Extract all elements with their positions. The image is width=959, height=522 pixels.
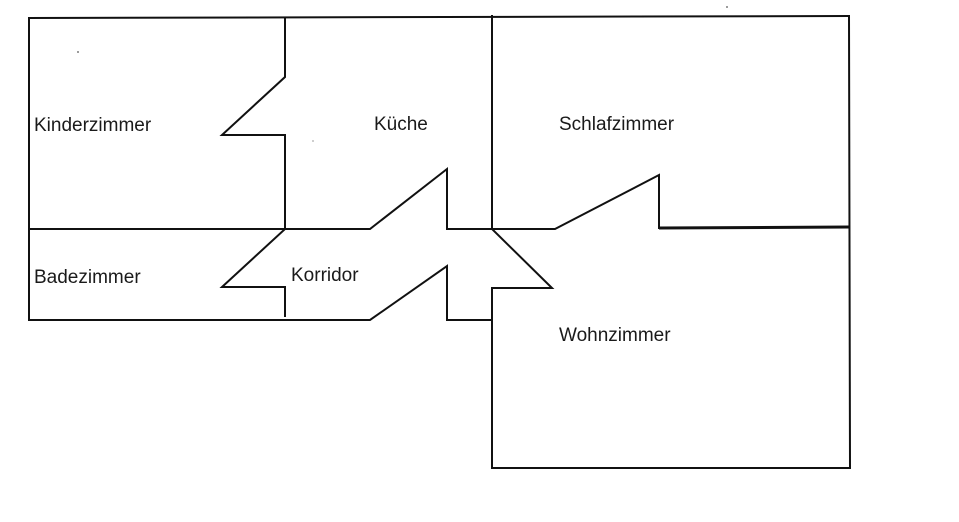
scan-speck [77,51,79,53]
wall-schlafzimmer-wohnzimmer [658,225,851,230]
wall-badezimmer-korridor [219,227,287,317]
scan-speck [312,140,314,142]
wall-kinderzimmer-kueche-upper [219,17,286,230]
scan-speck [726,6,728,8]
room-label-wohnzimmer: Wohnzimmer [559,325,671,346]
outer-wall-top [27,14,851,20]
outer-wall-right [847,14,852,470]
door-wohnzimmer [490,227,555,321]
room-label-schlafzimmer: Schlafzimmer [559,114,675,135]
room-label-korridor: Korridor [291,265,359,286]
room-label-kinderzimmer: Kinderzimmer [34,115,152,136]
wall-bottom-left [28,264,493,321]
wall-kueche-korridor [284,166,493,230]
room-label-kueche: Küche [374,114,428,135]
wall-schlafzimmer-wohnzimmer-door [491,173,660,230]
room-label-badezimmer: Badezimmer [34,267,141,288]
